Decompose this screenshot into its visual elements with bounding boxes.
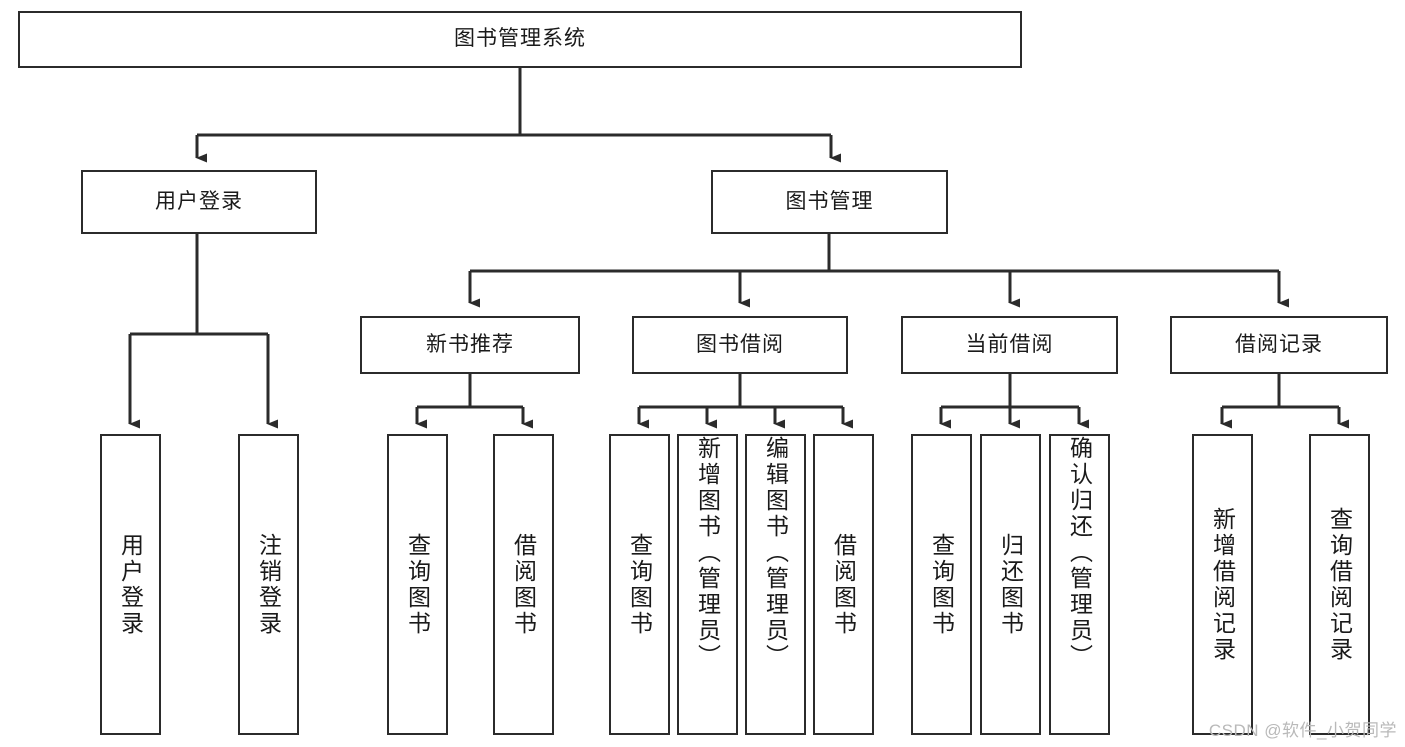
node-book-borrow[interactable]: 图书借阅 (632, 316, 848, 374)
node-new-book-recommend-label: 新书推荐 (426, 332, 514, 356)
node-borrow-record[interactable]: 借阅记录 (1170, 316, 1388, 374)
node-book-manage[interactable]: 图书管理 (711, 170, 948, 234)
node-book-manage-label: 图书管理 (785, 189, 874, 213)
node-new-book-recommend[interactable]: 新书推荐 (360, 316, 580, 374)
node-leaf-edit-book[interactable]: 编辑图书（管理员） (745, 434, 806, 735)
node-leaf-query-book-2[interactable]: 查询图书 (609, 434, 670, 735)
node-leaf-add-record[interactable]: 新增借阅记录 (1192, 434, 1253, 735)
node-root[interactable]: 图书管理系统 (18, 11, 1022, 68)
node-leaf-query-book-2-label: 查询图书 (626, 532, 653, 637)
node-leaf-query-record-label: 查询借阅记录 (1326, 506, 1353, 663)
node-leaf-user-login[interactable]: 用户登录 (100, 434, 161, 735)
node-leaf-borrow-book-2-label: 借阅图书 (830, 532, 857, 637)
node-leaf-user-login-label: 用户登录 (117, 532, 144, 637)
node-leaf-borrow-book-1[interactable]: 借阅图书 (493, 434, 554, 735)
node-leaf-query-book-1-label: 查询图书 (404, 532, 431, 637)
node-leaf-user-logout-label: 注销登录 (255, 532, 282, 637)
node-current-borrow-label: 当前借阅 (965, 332, 1054, 356)
node-leaf-confirm-return-label: 确认归还（管理员） (1066, 436, 1093, 670)
node-borrow-record-label: 借阅记录 (1235, 332, 1323, 356)
node-user-login-label: 用户登录 (155, 189, 243, 213)
node-root-label: 图书管理系统 (454, 27, 586, 51)
node-leaf-query-record[interactable]: 查询借阅记录 (1309, 434, 1370, 735)
node-current-borrow[interactable]: 当前借阅 (901, 316, 1118, 374)
node-leaf-borrow-book-1-label: 借阅图书 (510, 532, 537, 637)
node-leaf-edit-book-label: 编辑图书（管理员） (762, 436, 789, 670)
node-leaf-query-book-3-label: 查询图书 (928, 532, 955, 637)
node-leaf-query-book-1[interactable]: 查询图书 (387, 434, 448, 735)
node-leaf-return-book[interactable]: 归还图书 (980, 434, 1041, 735)
node-leaf-return-book-label: 归还图书 (997, 532, 1024, 637)
node-book-borrow-label: 图书借阅 (696, 332, 784, 356)
node-leaf-add-record-label: 新增借阅记录 (1209, 506, 1236, 663)
node-leaf-query-book-3[interactable]: 查询图书 (911, 434, 972, 735)
node-leaf-confirm-return[interactable]: 确认归还（管理员） (1049, 434, 1110, 735)
node-leaf-add-book[interactable]: 新增图书（管理员） (677, 434, 738, 735)
node-leaf-add-book-label: 新增图书（管理员） (694, 436, 721, 670)
node-user-login[interactable]: 用户登录 (81, 170, 317, 234)
node-leaf-user-logout[interactable]: 注销登录 (238, 434, 299, 735)
node-leaf-borrow-book-2[interactable]: 借阅图书 (813, 434, 874, 735)
